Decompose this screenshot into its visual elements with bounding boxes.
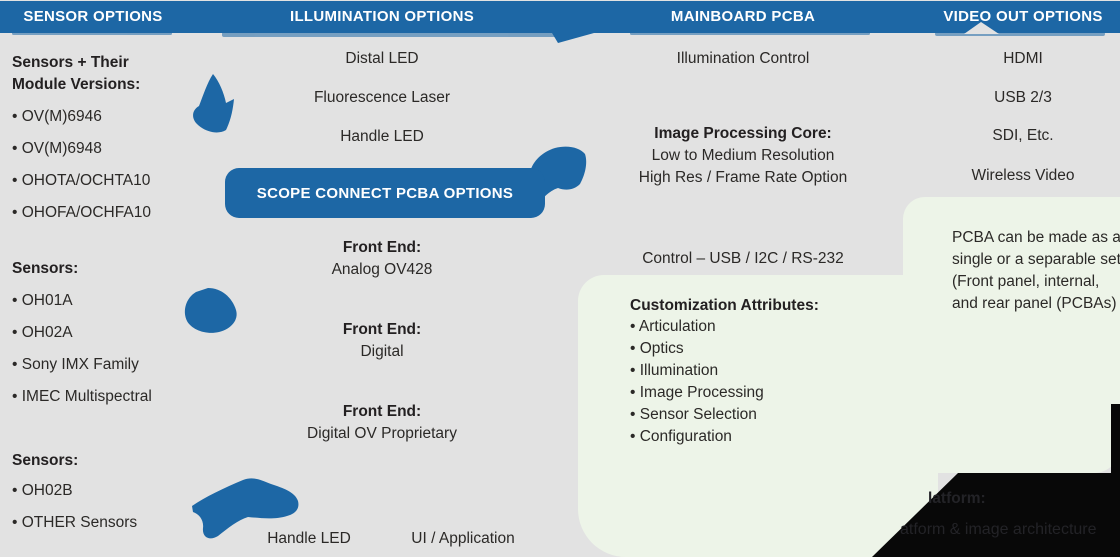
- sensor-item: OH02B: [12, 482, 73, 500]
- corner-wedge-edge: [1111, 404, 1120, 475]
- front-end-2-value: Digital: [360, 343, 404, 360]
- sensor-group-2-heading: Sensors:: [12, 260, 79, 277]
- image-processing-line: Low to Medium Resolution: [651, 147, 835, 164]
- video-out-item: HDMI: [1003, 50, 1043, 67]
- front-end-3-value: Digital OV Proprietary: [307, 425, 457, 442]
- illumination-control-label: Illumination Control: [676, 50, 810, 67]
- image-processing-heading: Image Processing Core:: [654, 125, 832, 142]
- illumination-item: Distal LED: [345, 50, 419, 67]
- blob-sensors: [184, 288, 237, 333]
- video-out-item: USB 2/3: [994, 89, 1052, 106]
- image-processing-line: High Res / Frame Rate Option: [638, 169, 848, 186]
- front-end-2-heading: Front End:: [342, 321, 422, 338]
- pcba-note-green-region: [903, 197, 1120, 473]
- front-end-1-heading: Front End:: [342, 239, 422, 256]
- customization-item: Sensor Selection: [630, 406, 757, 424]
- customization-item: Illumination: [630, 362, 718, 380]
- customization-item: Articulation: [630, 318, 716, 336]
- customization-item: Optics: [630, 340, 684, 358]
- scope-connect-banner-label: SCOPE CONNECT PCBA OPTIONS: [256, 184, 514, 202]
- header-brush-corner: [552, 33, 594, 43]
- control-interfaces-label: Control – USB / I2C / RS-232: [642, 250, 844, 267]
- header-band: [0, 1, 1120, 33]
- platform-note-line: atform & image architecture: [900, 521, 1097, 538]
- customization-item: Image Processing: [630, 384, 764, 402]
- front-end-3-heading: Front End:: [342, 403, 422, 420]
- ui-application-label: UI / Application: [411, 530, 515, 547]
- sensor-item: OTHER Sensors: [12, 514, 137, 532]
- sensor-item: Sony IMX Family: [12, 356, 139, 374]
- customization-heading: Customization Attributes:: [630, 297, 819, 314]
- illumination-item: Fluorescence Laser: [313, 89, 451, 106]
- platform-note-heading: latform:: [928, 490, 986, 507]
- header-video-out-options: VIDEO OUT OPTIONS: [943, 8, 1103, 25]
- customization-item: Configuration: [630, 428, 732, 446]
- header-mainboard-pcba: MAINBOARD PCBA: [670, 8, 816, 25]
- sensor-item: OV(M)6948: [12, 140, 102, 158]
- pcba-note: PCBA can be made as a single or a separa…: [952, 229, 1120, 312]
- header-sensor-options: SENSOR OPTIONS: [23, 8, 163, 25]
- video-out-item: Wireless Video: [971, 167, 1075, 184]
- sensor-item: OH02A: [12, 324, 73, 342]
- sensor-group-1-heading: Sensors + Their Module Versions:: [12, 54, 141, 93]
- sensor-item: IMEC Multispectral: [12, 388, 152, 406]
- video-out-item: SDI, Etc.: [992, 127, 1054, 144]
- illumination-item: Handle LED: [340, 128, 424, 145]
- sensor-item: OHOTA/OCHTA10: [12, 172, 151, 190]
- sensor-item: OHOFA/OCHFA10: [12, 204, 151, 222]
- header-illumination-options: ILLUMINATION OPTIONS: [289, 8, 475, 25]
- sensor-item: OV(M)6946: [12, 108, 102, 126]
- handle-led-label: Handle LED: [267, 530, 351, 547]
- scope-connect-banner: SCOPE CONNECT PCBA OPTIONS: [225, 168, 545, 218]
- front-end-1-value: Analog OV428: [331, 261, 433, 278]
- blob-sensor-modules: [193, 74, 234, 133]
- sensor-item: OH01A: [12, 292, 73, 310]
- sensor-group-3-heading: Sensors:: [12, 452, 79, 469]
